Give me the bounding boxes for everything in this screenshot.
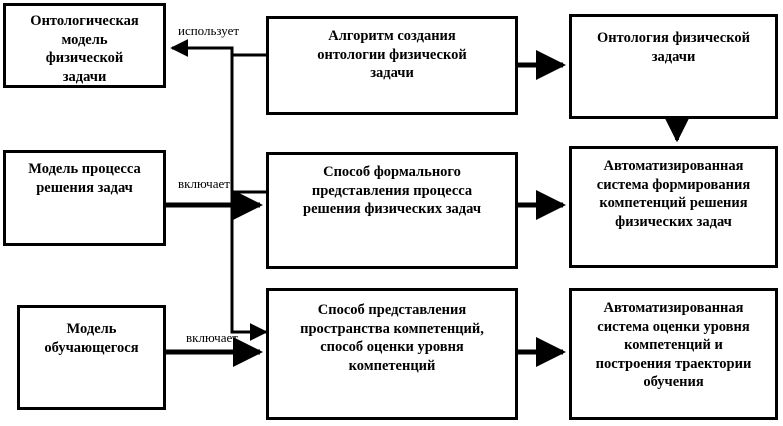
- node-process-model[interactable]: Модель процесса решения задач: [3, 150, 166, 246]
- node-label: Способ представления пространства компет…: [300, 302, 484, 374]
- node-label: Алгоритм создания онтологии физической з…: [317, 28, 467, 82]
- node-label: Автоматизированная система оценки уровня…: [595, 300, 752, 391]
- node-auto-formation[interactable]: Автоматизированная система формирования …: [569, 146, 778, 268]
- node-ontology-model[interactable]: Онтологическая модель физической задачи: [3, 3, 166, 88]
- node-competency-method[interactable]: Способ представления пространства компет…: [266, 288, 518, 420]
- node-formal-method[interactable]: Способ формального представления процесс…: [266, 152, 518, 269]
- node-ontology-result[interactable]: Онтология физической задачи: [569, 14, 778, 119]
- node-learner-model[interactable]: Модель обучающегося: [17, 305, 166, 410]
- edge-label-includes-process: включает: [178, 176, 230, 191]
- node-label: Способ формального представления процесс…: [303, 164, 481, 218]
- node-label: Модель обучающегося: [44, 321, 139, 356]
- edge-label-includes-learner: включает: [186, 330, 238, 345]
- edge-uses: [170, 39, 266, 57]
- node-label: Модель процесса решения задач: [28, 161, 141, 196]
- node-algorithm[interactable]: Алгоритм создания онтологии физической з…: [266, 16, 518, 115]
- node-label: Автоматизированная система формирования …: [596, 158, 751, 230]
- edge-label-uses: использует: [178, 23, 240, 38]
- node-auto-assessment[interactable]: Автоматизированная система оценки уровня…: [569, 288, 778, 420]
- node-label: Онтология физической задачи: [597, 30, 750, 65]
- node-label: Онтологическая модель физической задачи: [30, 13, 139, 85]
- edge-ontology-model-feeds: [230, 55, 268, 341]
